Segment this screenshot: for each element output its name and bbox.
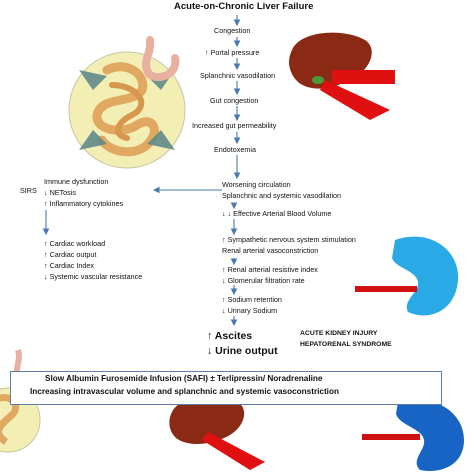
node-renal-vasoconstriction: Renal arterial vasoconstriction xyxy=(222,246,319,255)
node-svr: ↓ Systemic vascular resistance xyxy=(44,272,143,281)
node-splanchnic-vasodilation: Splanchnic vasodilation xyxy=(200,71,276,80)
diagram-title: Acute-on-Chronic Liver Failure xyxy=(174,1,314,12)
node-eabv: ↓ ↓ Effective Arterial Blood Volume xyxy=(222,209,332,218)
node-portal-pressure: ↑ Portal pressure xyxy=(205,48,260,57)
intestine-icon xyxy=(68,51,186,169)
kidney-icon xyxy=(355,236,459,316)
node-endotoxemia: Endotoxemia xyxy=(214,145,256,154)
node-gut-permeability: Increased gut permeability xyxy=(192,121,277,130)
node-renal-resistive-index: ↑ Renal arterial resistive index xyxy=(222,265,318,274)
therapy-line-1: Slow Albumin Furosemide Infusion (SAFI) … xyxy=(45,374,323,383)
therapy-box xyxy=(10,371,442,405)
aki-label: ACUTE KIDNEY INJURY xyxy=(300,330,378,337)
hrs-label: HEPATORENAL SYNDROME xyxy=(300,341,392,348)
flow-arrows xyxy=(42,15,241,327)
node-ascites: ↑ Ascites xyxy=(207,330,253,342)
node-gfr: ↓ Glomerular filtration rate xyxy=(222,276,305,285)
node-cardiac-output: ↑ Cardiac output xyxy=(44,250,97,259)
node-netosis: ↓ NETosis xyxy=(44,188,76,197)
liver-icon xyxy=(289,32,395,120)
stomach-icon xyxy=(142,36,180,81)
node-immune-dysfunction: Immune dysfunction xyxy=(44,177,109,186)
node-splanchnic-systemic: Splanchnic and systemic vasodilation xyxy=(222,191,342,200)
node-cardiac-index: ↑ Cardiac Index xyxy=(44,261,94,270)
node-sns-stimulation: ↑ Sympathetic nervous system stimulation xyxy=(222,235,356,244)
sirs-label: SIRS xyxy=(20,186,37,195)
node-gut-congestion: Gut congestion xyxy=(210,96,259,105)
node-congestion: Congestion xyxy=(214,26,251,35)
node-inflammatory-cytokines: ↑ Inflammatory cytokines xyxy=(44,199,124,208)
node-urine-output: ↓ Urine output xyxy=(207,345,278,357)
therapy-line-2: Increasing intravascular volume and spla… xyxy=(30,387,339,396)
node-urinary-sodium: ↓ Urinary Sodium xyxy=(222,306,278,315)
node-cardiac-workload: ↑ Cardiac workload xyxy=(44,239,106,248)
liver-icon xyxy=(169,396,265,470)
node-sodium-retention: ↑ Sodium retention xyxy=(222,295,282,304)
kidney-icon xyxy=(362,399,464,471)
node-worsening-circulation: Worsening circulation xyxy=(222,180,291,189)
